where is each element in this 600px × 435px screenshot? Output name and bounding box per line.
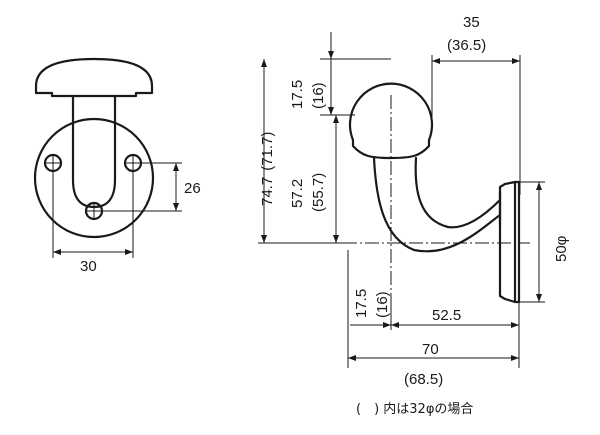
dim-front-hole-spacing: 30 [52, 171, 134, 275]
dim-total-depth: 70 (68.5) [348, 341, 519, 388]
dim-label-35: 35 [463, 14, 480, 31]
dim-ball-top-offset: 17.5 (16) [289, 32, 334, 115]
side-base-face [513, 180, 521, 304]
front-arm [71, 94, 117, 209]
side-ball [348, 82, 434, 142]
dim-label-52-5: 52.5 [432, 307, 461, 324]
size-note: ( ) 内は32φの場合 [356, 401, 473, 417]
dim-label-26: 26 [184, 180, 201, 197]
dim-label-17-5-top: 17.5 [289, 80, 306, 109]
ext-lines-vertical [258, 58, 391, 244]
side-arm-inner [414, 156, 502, 229]
dim-arm-reach: 52.5 [391, 302, 520, 368]
dim-label-68-5: (68.5) [404, 371, 443, 388]
dim-total-height: 74.7(71.7) [259, 59, 276, 243]
dim-label-70: 70 [422, 341, 439, 358]
dim-label-16-top: (16) [310, 82, 327, 109]
dim-front-hole-offset: 26 [102, 162, 201, 212]
dim-ball-center-offset: 17.5 (16) [347, 250, 392, 368]
front-cap [34, 57, 154, 98]
side-base-plate [498, 180, 517, 304]
dim-label-57-2: 57.2 [289, 179, 306, 208]
side-view [343, 82, 530, 304]
dim-label-74-7: 74.7(71.7) [259, 132, 276, 206]
front-base-plate [33, 117, 155, 239]
dim-label-30: 30 [80, 258, 97, 275]
dim-label-50-phi: 50φ [553, 235, 570, 262]
dim-ball-diameter: 35 (36.5) [431, 14, 521, 195]
dim-center-height: 57.2 (55.7) [289, 115, 339, 243]
dim-base-diameter: 50φ [519, 181, 570, 303]
side-arm [372, 156, 502, 253]
dim-label-55-7: (55.7) [310, 173, 327, 212]
dim-label-36-5: (36.5) [447, 37, 486, 54]
dim-label-16-bottom: (16) [374, 291, 391, 318]
dim-label-17-5-bottom: 17.5 [353, 289, 370, 318]
